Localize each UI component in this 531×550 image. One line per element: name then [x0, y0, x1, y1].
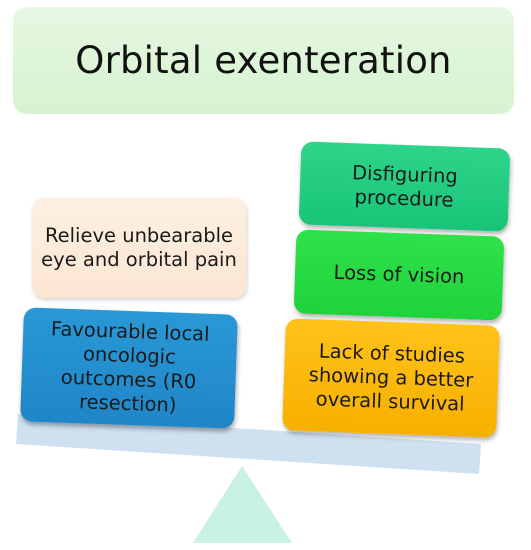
pro-favourable-outcomes-text: Favourable local oncologic outcomes (R0 …: [50, 317, 210, 417]
title-box: Orbital exenteration: [13, 7, 514, 114]
pro-relieve-pain-text: Relieve unbearable eye and orbital pain: [41, 224, 237, 271]
con-lack-of-studies-box: Lack of studies showing a better overall…: [282, 318, 500, 438]
con-loss-of-vision-box: Loss of vision: [293, 229, 505, 321]
fulcrum-triangle: [193, 466, 292, 543]
con-disfiguring-box: Disfiguring procedure: [298, 141, 511, 232]
con-disfiguring-text: Disfiguring procedure: [351, 160, 459, 212]
pro-favourable-outcomes-box: Favourable local oncologic outcomes (R0 …: [20, 307, 238, 429]
balance-beam: [16, 414, 481, 474]
con-loss-of-vision-text: Loss of vision: [333, 260, 465, 289]
con-lack-of-studies-text: Lack of studies showing a better overall…: [308, 339, 474, 416]
title-text: Orbital exenteration: [75, 38, 452, 82]
pro-relieve-pain-box: Relieve unbearable eye and orbital pain: [32, 198, 246, 298]
